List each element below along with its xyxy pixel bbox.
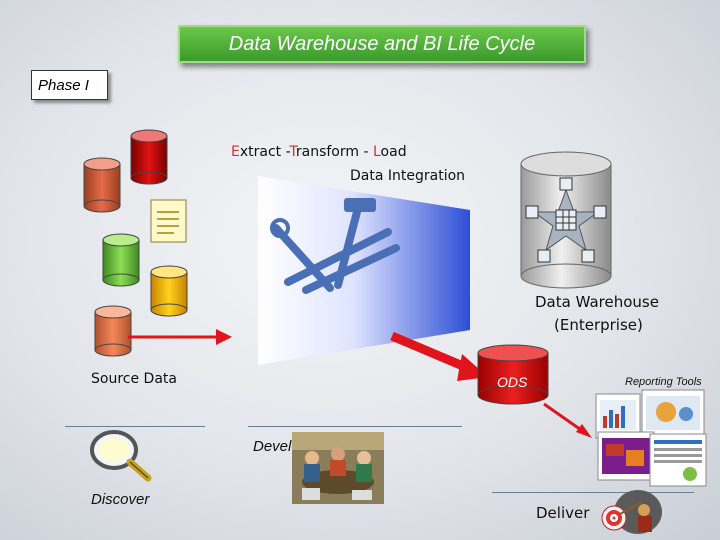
etl-transform-rest: ransform -	[295, 144, 373, 160]
database-red-icon	[130, 129, 168, 185]
arrow-etl-to-ods	[390, 331, 488, 381]
database-orange-icon	[83, 157, 121, 213]
tools-icon	[272, 204, 400, 294]
target-icon	[601, 490, 662, 534]
arrow-source-to-etl	[128, 329, 232, 345]
etl-load-rest: oad	[380, 144, 407, 160]
phase-box: Phase I	[31, 70, 108, 100]
document-icon	[150, 199, 187, 243]
source-databases	[83, 129, 188, 357]
meeting-photo-icon	[292, 432, 384, 504]
data-warehouse-cylinder	[520, 151, 612, 289]
report-screens-icon	[595, 389, 707, 487]
ods-cylinder	[477, 344, 549, 405]
etl-label: Extract -Transform - Load	[231, 144, 407, 160]
separator-line-deliver	[492, 492, 694, 493]
deliver-label: Deliver	[536, 504, 590, 522]
discover-label: Discover	[91, 491, 150, 508]
magnifier-icon	[90, 430, 152, 482]
data-integration-label: Data Integration	[350, 168, 466, 184]
reporting-tools-label: Reporting Tools	[625, 376, 702, 388]
etl-load-initial: L	[372, 144, 381, 160]
star-schema-icon	[525, 177, 607, 263]
source-data-label: Source Data	[91, 371, 177, 387]
separator-line-develop	[248, 426, 462, 427]
etl-extract-rest: xtract -	[239, 144, 290, 160]
data-warehouse-label: Data Warehouse	[535, 293, 659, 311]
ods-label: ODS	[497, 374, 528, 390]
phase-label: Phase I	[38, 76, 89, 94]
etl-funnel	[258, 176, 470, 365]
database-salmon-icon	[94, 305, 132, 357]
etl-transform-initial: T	[289, 144, 296, 160]
diagram-title: Data Warehouse and BI Life Cycle	[178, 25, 586, 63]
etl-extract-initial: E	[231, 144, 240, 160]
database-green-icon	[102, 233, 140, 287]
enterprise-label: (Enterprise)	[554, 316, 643, 334]
arrow-ods-to-reports	[543, 402, 592, 438]
database-yellow-icon	[150, 265, 188, 317]
title-text: Data Warehouse and BI Life Cycle	[228, 32, 536, 55]
separator-line-discover	[65, 426, 205, 427]
